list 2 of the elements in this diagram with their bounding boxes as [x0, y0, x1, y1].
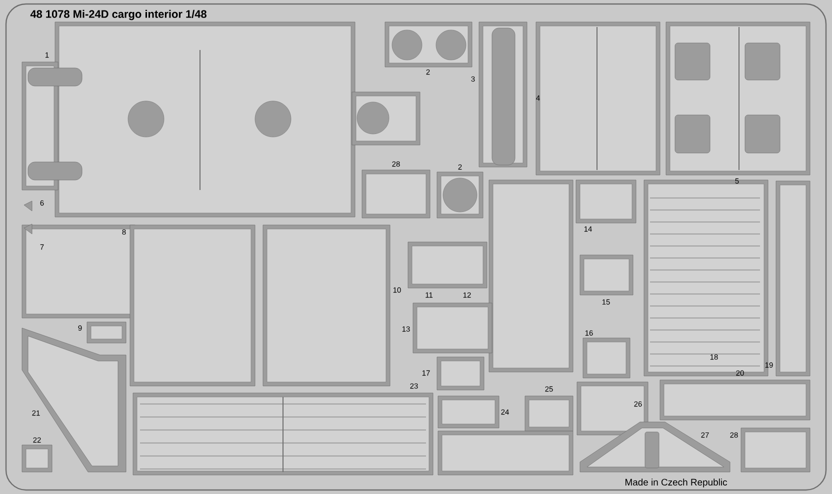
origin-note: Made in Czech Republic	[626, 478, 728, 488]
title: 48 1078 Mi-24D cargo interior 1/48	[30, 10, 206, 20]
